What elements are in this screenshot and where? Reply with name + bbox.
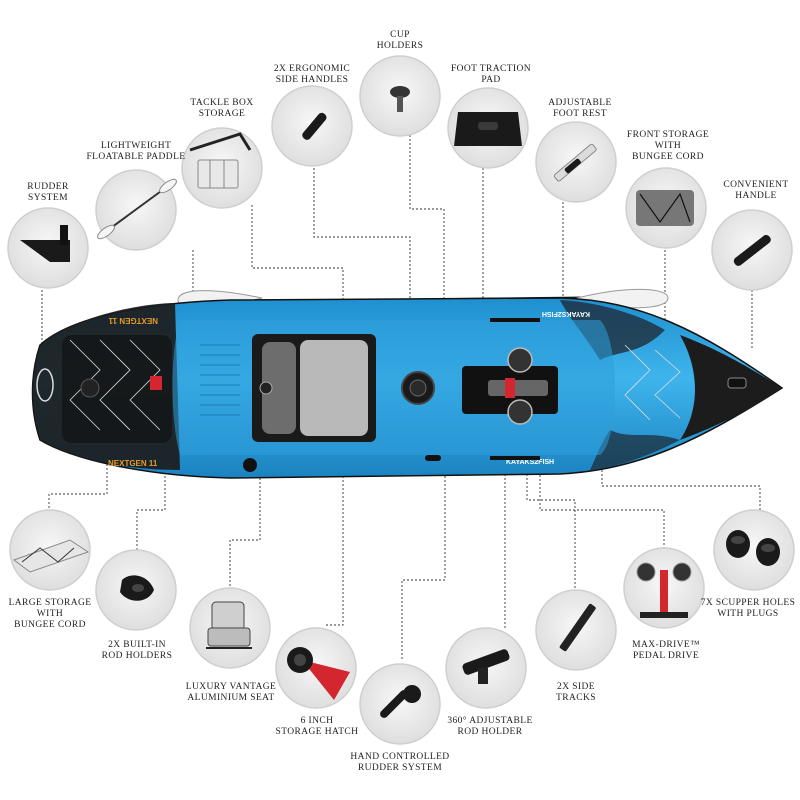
scupper-plug-icon (726, 530, 780, 566)
seat-icon (206, 601, 252, 649)
connector-seat (229, 470, 261, 588)
label-scupper-holes: 7X SCUPPER HOLES WITH PLUGS (700, 598, 796, 619)
label-rod-holders-built-in: 2X BUILT-IN ROD HOLDERS (101, 640, 173, 661)
cup-holder-icon (390, 86, 410, 112)
model-text-top: NEXTGEN 11 (108, 316, 158, 325)
rear-storage-icon (12, 539, 90, 573)
traction-pad-icon (454, 112, 522, 146)
feature-circle-paddle (95, 169, 177, 251)
feature-circle-tackle-box (181, 127, 263, 209)
feature-circle-adjustable-rod-holder (445, 627, 527, 709)
label-large-storage: LARGE STORAGE WITH BUNGEE CORD (8, 598, 92, 630)
bungee-storage-icon (636, 190, 694, 226)
handle-icon (302, 112, 327, 140)
seat-cushion (300, 340, 368, 436)
feature-circle-pedal-drive (623, 547, 705, 629)
feature-circle-hand-rudder (359, 663, 441, 745)
stern-red-tag (150, 376, 162, 390)
foot-rest-icon (553, 143, 597, 182)
floor-grooves (200, 344, 240, 416)
connector-cup-holders (409, 135, 445, 310)
side-track-bottom (490, 456, 540, 460)
feature-circle-storage-hatch (275, 627, 357, 709)
feature-circle-foot-traction (447, 87, 529, 169)
label-pedal-drive: MAX-DRIVE™ PEDAL DRIVE (632, 640, 700, 661)
label-front-storage: FRONT STORAGE WITH BUNGEE CORD (626, 130, 710, 162)
feature-circle-side-tracks (535, 589, 617, 671)
feature-circles (7, 55, 795, 745)
kayak-hull: NEXTGEN 11 NEXTGEN 11 KAYAKS2FISH KAYAKS… (31, 288, 784, 479)
feature-circle-side-handles (271, 85, 353, 167)
hull-camo-mid-low (590, 430, 680, 470)
feature-circle-scupper-holes (713, 509, 795, 591)
seat-back (262, 342, 296, 434)
paddle-icon (97, 178, 177, 240)
label-foot-traction: FOOT TRACTION PAD (450, 64, 532, 85)
stern-scupper (80, 378, 100, 398)
side-track-top (490, 318, 540, 322)
stern-handle (36, 368, 54, 402)
feature-circle-seat (189, 587, 271, 669)
label-side-handles: 2X ERGONOMIC SIDE HANDLES (273, 64, 351, 85)
rear-tank-well (62, 335, 172, 443)
track-icon (559, 603, 596, 652)
label-paddle: LIGHTWEIGHT FLOATABLE PADDLE (86, 141, 186, 162)
feature-circle-cup-holders (359, 55, 441, 137)
flush-rod-holder-icon (120, 575, 154, 601)
feature-circle-front-storage (625, 167, 707, 249)
label-foot-rest: ADJUSTABLE FOOT REST (548, 98, 612, 119)
rod-holder-icon (462, 649, 510, 684)
pedal-red-accent (505, 378, 515, 398)
rudder-lever (425, 455, 441, 461)
connector-pedal-drive (539, 455, 665, 548)
pedal-left (507, 347, 533, 373)
seat-logo (259, 381, 273, 395)
feature-circle-convenient-handle (711, 209, 793, 291)
label-rudder-system: RUDDER SYSTEM (27, 182, 69, 203)
rudder-icon (20, 225, 70, 262)
rudder-lever-icon (380, 685, 421, 718)
label-hand-rudder: HAND CONTROLLED RUDDER SYSTEM (350, 752, 450, 773)
brand-text-top: KAYAKS2FISH (542, 310, 590, 317)
tackle-box-icon (189, 132, 252, 189)
connector-side-handles (313, 168, 411, 300)
feature-circle-rudder-system (7, 207, 89, 289)
feature-circle-foot-rest (535, 121, 617, 203)
connector-large-storage (48, 440, 108, 510)
connector-tackle-box (251, 205, 344, 300)
label-adjustable-rod-holder: 360° ADJUSTABLE ROD HOLDER (447, 716, 533, 737)
center-hatch-lid (409, 379, 427, 397)
hull-camo-mid (560, 300, 665, 360)
connector-hand-rudder (401, 460, 446, 660)
label-storage-hatch: 6 INCH STORAGE HATCH (275, 716, 359, 737)
feature-circle-rod-holders-built-in (95, 549, 177, 631)
connector-storage-hatch (325, 448, 344, 626)
label-side-tracks: 2X SIDE TRACKS (556, 682, 596, 703)
bow-handle (727, 377, 747, 389)
pedal-drive-icon (636, 562, 692, 618)
pedal-right (507, 399, 533, 425)
feature-circle-large-storage (9, 509, 91, 591)
connector-rod-holders-built-in (136, 468, 166, 550)
model-text-bottom: NEXTGEN 11 (108, 459, 158, 468)
brand-text-bottom: KAYAKS2FISH (506, 459, 554, 466)
label-tackle-box: TACKLE BOX STORAGE (190, 98, 254, 119)
hatch-icon (287, 647, 350, 700)
pedal-crank (488, 380, 548, 396)
label-convenient-handle: CONVENIENT HANDLE (723, 180, 789, 201)
label-seat: LUXURY VANTAGE ALUMINIUM SEAT (185, 682, 277, 703)
carry-handle-icon (733, 234, 771, 266)
rod-holder-left (243, 458, 257, 472)
connector-side-tracks (526, 462, 576, 590)
bow-bungee-cords (624, 344, 681, 421)
label-cup-holders: CUP HOLDERS (376, 30, 424, 51)
